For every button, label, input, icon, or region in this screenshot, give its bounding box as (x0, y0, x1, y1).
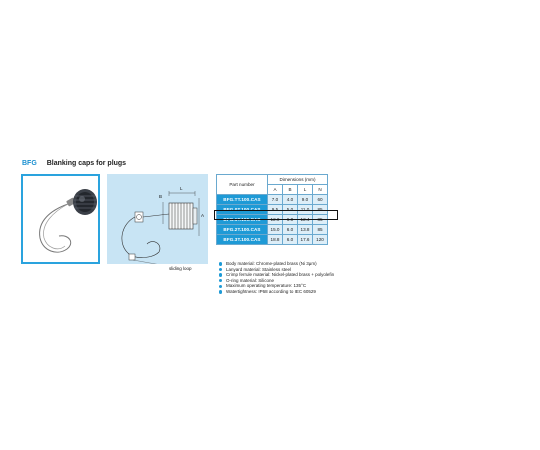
product-photo (21, 174, 100, 264)
value-cell: 4.0 (282, 194, 298, 205)
table-row: BFG.2T.100.CAS 15.0 6.0 13.8 85 (216, 224, 328, 235)
bullet-icon (219, 273, 223, 277)
note-item: O-ring material: Silicone (219, 278, 334, 284)
cap-drawing-icon (121, 191, 200, 264)
section-title: Blanking caps for plugs (46, 160, 127, 167)
value-cell: 13.8 (297, 224, 313, 235)
bullet-icon (219, 284, 223, 288)
value-cell: 120 (312, 234, 328, 245)
value-cell: 85 (312, 224, 328, 235)
value-cell: 6.0 (282, 224, 298, 235)
dimension-letter-a: A (201, 213, 205, 218)
value-cell: 7.0 (267, 194, 283, 205)
value-cell: 9.0 (297, 194, 313, 205)
sliding-loop-label: sliding loop (169, 266, 192, 271)
value-cell: 11.0 (297, 204, 313, 215)
value-cell: 18.8 (267, 234, 283, 245)
value-cell: 5.0 (282, 204, 298, 215)
bullet-icon (219, 290, 223, 294)
note-item: Body material: Chrome-plated brass (Ni 3… (219, 261, 334, 267)
column-header-a: A (267, 184, 283, 195)
value-cell: 6.0 (282, 234, 298, 245)
technical-drawing: B L A sliding loop (107, 174, 208, 271)
spec-notes: Body material: Chrome-plated brass (Ni 3… (219, 261, 334, 295)
part-number-header: Part number (216, 174, 268, 195)
dimensions-table: Part number Dimensions (mm) A B L N BFG.… (216, 174, 328, 245)
column-header-l: L (297, 184, 313, 195)
note-item: Maximum operating temperature: 135°C (219, 283, 334, 289)
table-row: BFG.1T.100.CAS 12.0 6.0 12.4 85 (216, 214, 328, 225)
value-cell: 85 (312, 214, 328, 225)
value-cell: 12.0 (267, 214, 283, 225)
table-row: BFG.3T.100.CAS 18.8 6.0 17.6 120 (216, 234, 328, 245)
value-cell: 85 (312, 204, 328, 215)
note-item: Crimp ferrule material: Nickel-plated br… (219, 272, 334, 278)
value-cell: 15.0 (267, 224, 283, 235)
part-number-cell: BFG.0T.100.CAS (216, 204, 268, 215)
column-header-b: B (282, 184, 298, 195)
bullet-icon (219, 278, 223, 283)
part-number-cell: BFG.TT.100.CAS (216, 194, 268, 205)
note-item: Watertightness: IP68 according to IEC 60… (219, 289, 334, 295)
blanking-cap-photo-icon (39, 189, 97, 253)
note-item: Lanyard material: Stainless steel (219, 267, 334, 273)
table-row-highlighted: BFG.0T.100.CAS 9.5 5.0 11.0 85 (216, 204, 328, 215)
section-heading: BFG Blanking caps for plugs (22, 160, 126, 167)
column-header-n: N (312, 184, 328, 195)
part-number-cell: BFG.3T.100.CAS (216, 234, 268, 245)
part-number-cell: BFG.1T.100.CAS (216, 214, 268, 225)
value-cell: 6.0 (282, 214, 298, 225)
dimensions-header: Dimensions (mm) (267, 174, 328, 185)
section-code: BFG (22, 160, 37, 167)
bullet-icon (219, 267, 223, 272)
bullet-icon (219, 262, 223, 266)
value-cell: 17.6 (297, 234, 313, 245)
table-row: BFG.TT.100.CAS 7.0 4.0 9.0 60 (216, 194, 328, 205)
dimension-letter-b: B (159, 194, 163, 199)
value-cell: 60 (312, 194, 328, 205)
value-cell: 12.4 (297, 214, 313, 225)
dimension-letter-l: L (180, 186, 183, 191)
value-cell: 9.5 (267, 204, 283, 215)
part-number-cell: BFG.2T.100.CAS (216, 224, 268, 235)
